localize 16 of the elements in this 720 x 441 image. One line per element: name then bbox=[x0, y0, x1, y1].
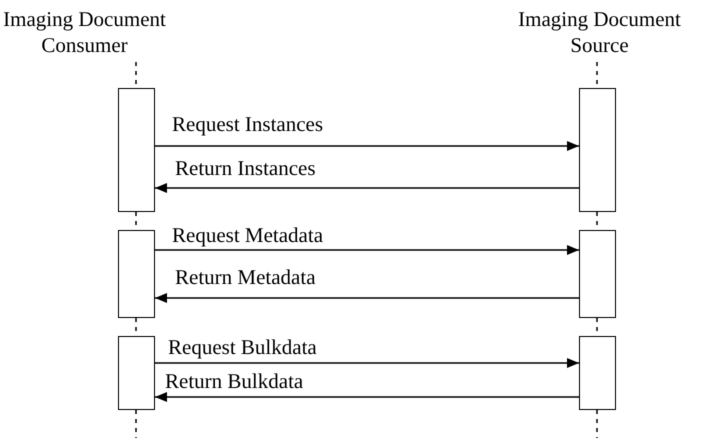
message-arrow bbox=[155, 293, 579, 303]
activation-box bbox=[118, 230, 155, 318]
message-arrow bbox=[155, 392, 579, 402]
edge-label: Request Metadata bbox=[172, 224, 324, 246]
edge-label: Request Bulkdata bbox=[168, 336, 317, 358]
activation-box bbox=[118, 88, 155, 212]
activation-box bbox=[579, 336, 616, 410]
activation-box bbox=[579, 230, 616, 318]
activation-box bbox=[579, 88, 616, 212]
activation-box bbox=[118, 336, 155, 410]
message-arrow bbox=[155, 183, 579, 193]
message-arrow bbox=[155, 141, 579, 151]
lifeline bbox=[596, 410, 598, 438]
message-arrow bbox=[155, 245, 579, 255]
message-arrow bbox=[155, 358, 579, 368]
lifeline bbox=[135, 410, 137, 438]
